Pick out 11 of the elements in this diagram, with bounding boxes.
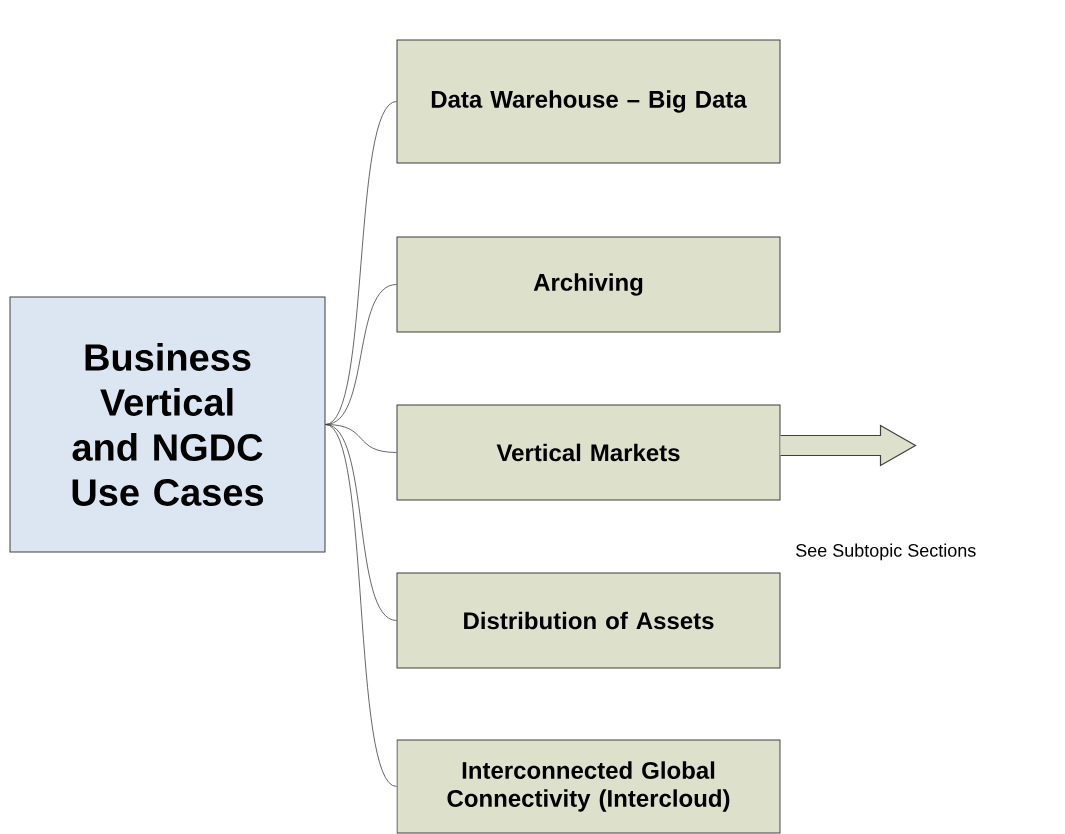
connector-curve [325,424,397,787]
topic-box: Business Vertical and NGDC Use Cases [9,296,326,553]
subtopic-box: Archiving [396,236,781,333]
connector-curve [325,101,397,425]
block-arrow [779,424,917,467]
connector-curve [325,424,397,621]
subtopic-box: Vertical Markets [396,404,781,501]
subtopic-box: Data Warehouse – Big Data [396,39,781,164]
subtopic-box: Distribution of Assets [396,572,781,669]
subtopic-box: Interconnected Global Connectivity (Intercloud) [396,739,781,834]
note-text: See Subtopic Sections [796,543,976,561]
